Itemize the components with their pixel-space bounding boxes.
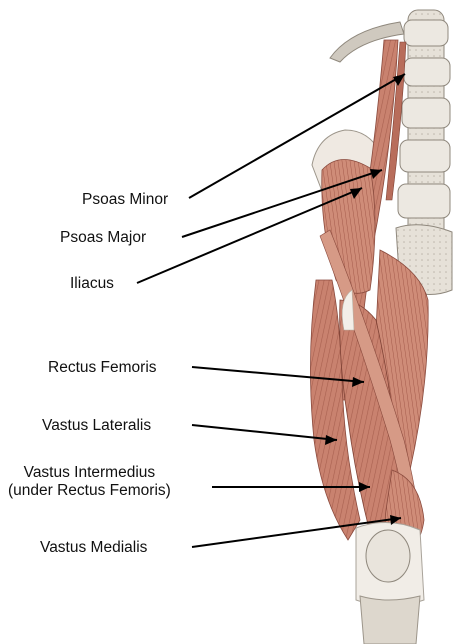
label-psoas-major: Psoas Major xyxy=(60,229,146,247)
label-iliacus: Iliacus xyxy=(70,275,114,293)
label-rectus-femoris: Rectus Femoris xyxy=(48,359,157,377)
iliacus-muscle xyxy=(322,159,375,293)
label-vastus-intermedius: Vastus Intermedius (under Rectus Femoris… xyxy=(8,464,171,500)
label-vastus-lateralis: Vastus Lateralis xyxy=(42,417,151,435)
knee-region xyxy=(356,522,424,644)
patella xyxy=(366,530,410,582)
label-psoas-minor: Psoas Minor xyxy=(82,191,168,209)
label-vastus-intermedius-line1: Vastus Intermedius xyxy=(8,464,171,482)
label-vastus-intermedius-line2: (under Rectus Femoris) xyxy=(8,482,171,500)
label-vastus-medialis: Vastus Medialis xyxy=(40,539,147,557)
